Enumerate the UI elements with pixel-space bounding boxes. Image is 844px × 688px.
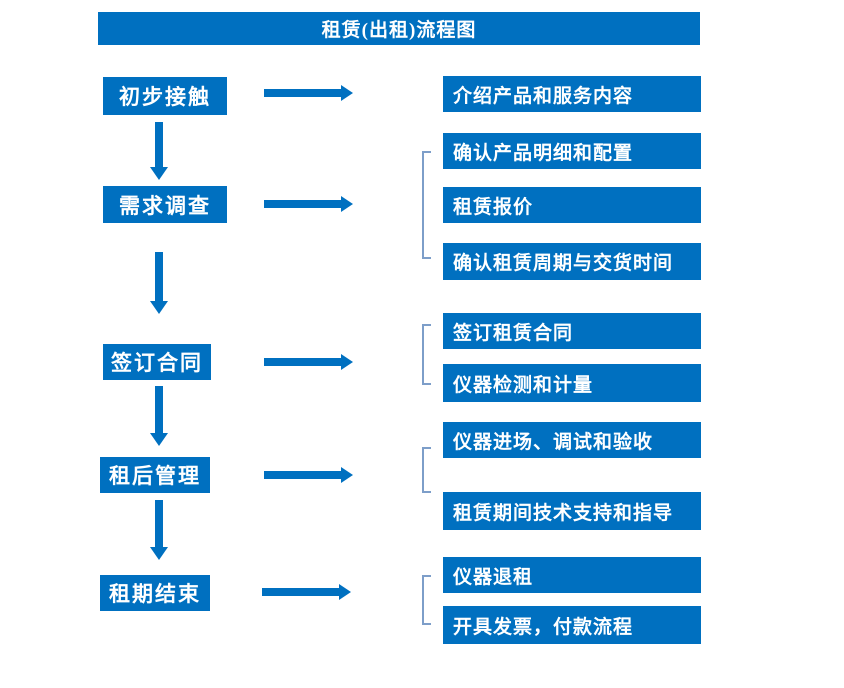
arrow-head xyxy=(339,584,351,600)
bracket-lease-end-outputs xyxy=(422,575,431,625)
right-arrow-initial-contact-icon xyxy=(264,85,353,101)
output-box-rental-quotation: 租赁报价 xyxy=(443,187,701,223)
output-box-technical-support-guidance: 租赁期间技术支持和指导 xyxy=(443,492,701,530)
output-box-instrument-entry-debug-acceptance: 仪器进场、调试和验收 xyxy=(443,422,701,458)
bracket-sign-contract-outputs xyxy=(422,324,431,385)
down-arrow-1-icon xyxy=(150,122,168,180)
output-box-sign-rental-contract: 签订租赁合同 xyxy=(443,313,701,349)
arrow-head xyxy=(150,301,168,314)
stage-box-lease-end: 租期结束 xyxy=(100,575,210,611)
bracket-demand-survey-outputs xyxy=(422,151,431,259)
arrow-head xyxy=(341,196,353,212)
output-box-introduce-products-services: 介绍产品和服务内容 xyxy=(443,76,701,112)
arrow-shaft xyxy=(264,89,341,97)
arrow-shaft xyxy=(262,588,339,596)
arrow-head xyxy=(150,547,168,560)
right-arrow-lease-end-icon xyxy=(262,584,351,600)
output-box-instrument-testing-metering: 仪器检测和计量 xyxy=(443,364,701,402)
bracket-post-rental-outputs xyxy=(422,447,431,493)
stage-box-initial-contact: 初步接触 xyxy=(103,77,227,115)
right-arrow-sign-contract-icon xyxy=(264,354,353,370)
stage-box-sign-contract: 签订合同 xyxy=(103,344,211,380)
page-title: 租赁(出租)流程图 xyxy=(321,20,477,41)
arrow-head xyxy=(341,354,353,370)
arrow-head xyxy=(150,433,168,446)
down-arrow-4-icon xyxy=(150,500,168,560)
arrow-shaft xyxy=(155,122,163,167)
right-arrow-post-rental-icon xyxy=(264,467,353,483)
arrow-shaft xyxy=(264,471,341,479)
arrow-shaft xyxy=(155,386,163,433)
output-box-confirm-product-details: 确认产品明细和配置 xyxy=(443,133,701,169)
arrow-head xyxy=(150,167,168,180)
title-bar: 租赁(出租)流程图 xyxy=(98,12,700,45)
output-box-invoice-payment-process: 开具发票，付款流程 xyxy=(443,606,701,644)
down-arrow-2-icon xyxy=(150,252,168,314)
output-box-instrument-return: 仪器退租 xyxy=(443,557,701,593)
down-arrow-3-icon xyxy=(150,386,168,446)
arrow-shaft xyxy=(155,500,163,547)
arrow-shaft xyxy=(264,358,341,366)
arrow-head xyxy=(341,85,353,101)
arrow-shaft xyxy=(264,200,341,208)
arrow-shaft xyxy=(155,252,163,301)
arrow-head xyxy=(341,467,353,483)
stage-box-demand-survey: 需求调查 xyxy=(103,186,227,223)
output-box-confirm-rental-period-delivery: 确认租赁周期与交货时间 xyxy=(443,243,701,280)
stage-box-post-rental-management: 租后管理 xyxy=(100,457,210,493)
right-arrow-demand-survey-icon xyxy=(264,196,353,212)
